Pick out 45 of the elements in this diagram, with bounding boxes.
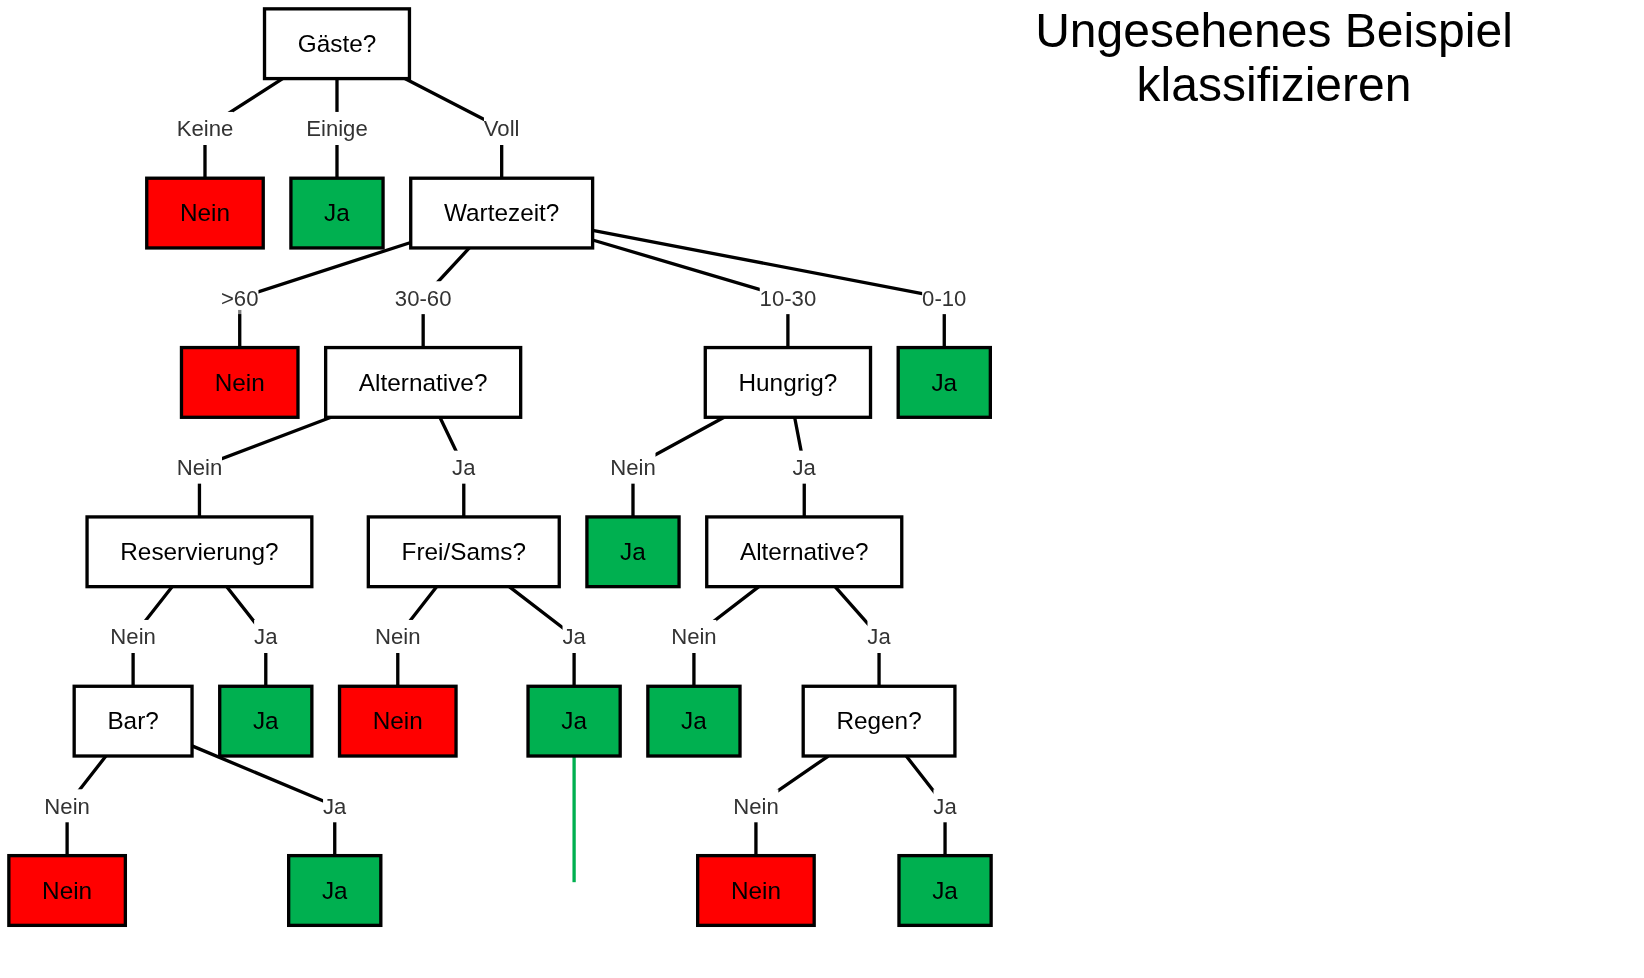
edge-label: Nein (176, 454, 223, 480)
edge-label: Voll (483, 116, 520, 141)
node-box: Bar? (72, 684, 194, 758)
edge-label: Ja (792, 454, 816, 480)
node-box: Ja (897, 853, 993, 927)
node-box: Nein (179, 345, 300, 419)
node-box: Ja (218, 684, 314, 758)
node-box: Nein (145, 176, 265, 250)
edge-label: Ja (254, 624, 278, 649)
node-box: Ja (585, 515, 681, 589)
node-box: Ja (896, 345, 992, 419)
node-box: Gäste? (262, 7, 412, 81)
node-box: Nein (337, 684, 458, 758)
node-box: Ja (287, 853, 383, 927)
edge-label: Nein (610, 454, 656, 480)
edge-label: Ja (452, 454, 476, 480)
node-box: Nein (696, 853, 816, 927)
node-box: Ja (646, 684, 742, 758)
node-box: Hungrig? (703, 345, 873, 419)
node-box: Wartezeit? (409, 176, 595, 250)
node-box: Alternative? (324, 345, 523, 419)
node-box: Regen? (801, 684, 957, 758)
edge-label: 0-10 (922, 285, 967, 310)
title: Ungesehenes Beispiel klassifizieren (1034, 4, 1514, 112)
edge-label: Ja (323, 793, 347, 818)
edge-label: 10-30 (759, 285, 817, 310)
edge-label: Ja (562, 624, 586, 649)
edge-label: Nein (375, 624, 421, 649)
edge-label: Keine (176, 116, 234, 141)
edge-label: Einige (306, 116, 368, 141)
edge-label: Ja (933, 793, 957, 818)
node-box: Ja (289, 176, 385, 250)
edge-label: Nein (110, 624, 156, 649)
edge-label: Ja (867, 624, 891, 649)
node-box: Frei/Sams? (366, 515, 561, 589)
edge-label: Nein (733, 793, 779, 818)
edge-label: >60 (220, 285, 259, 310)
node-box: Reservierung? (85, 515, 314, 589)
node-box: Alternative? (705, 515, 904, 589)
edge-label: Nein (44, 793, 90, 818)
edge-label: Nein (671, 624, 717, 649)
connector (572, 756, 576, 883)
node-box: Nein (7, 853, 127, 927)
edge-label: 30-60 (394, 285, 452, 310)
node-box: Ja (526, 684, 622, 758)
